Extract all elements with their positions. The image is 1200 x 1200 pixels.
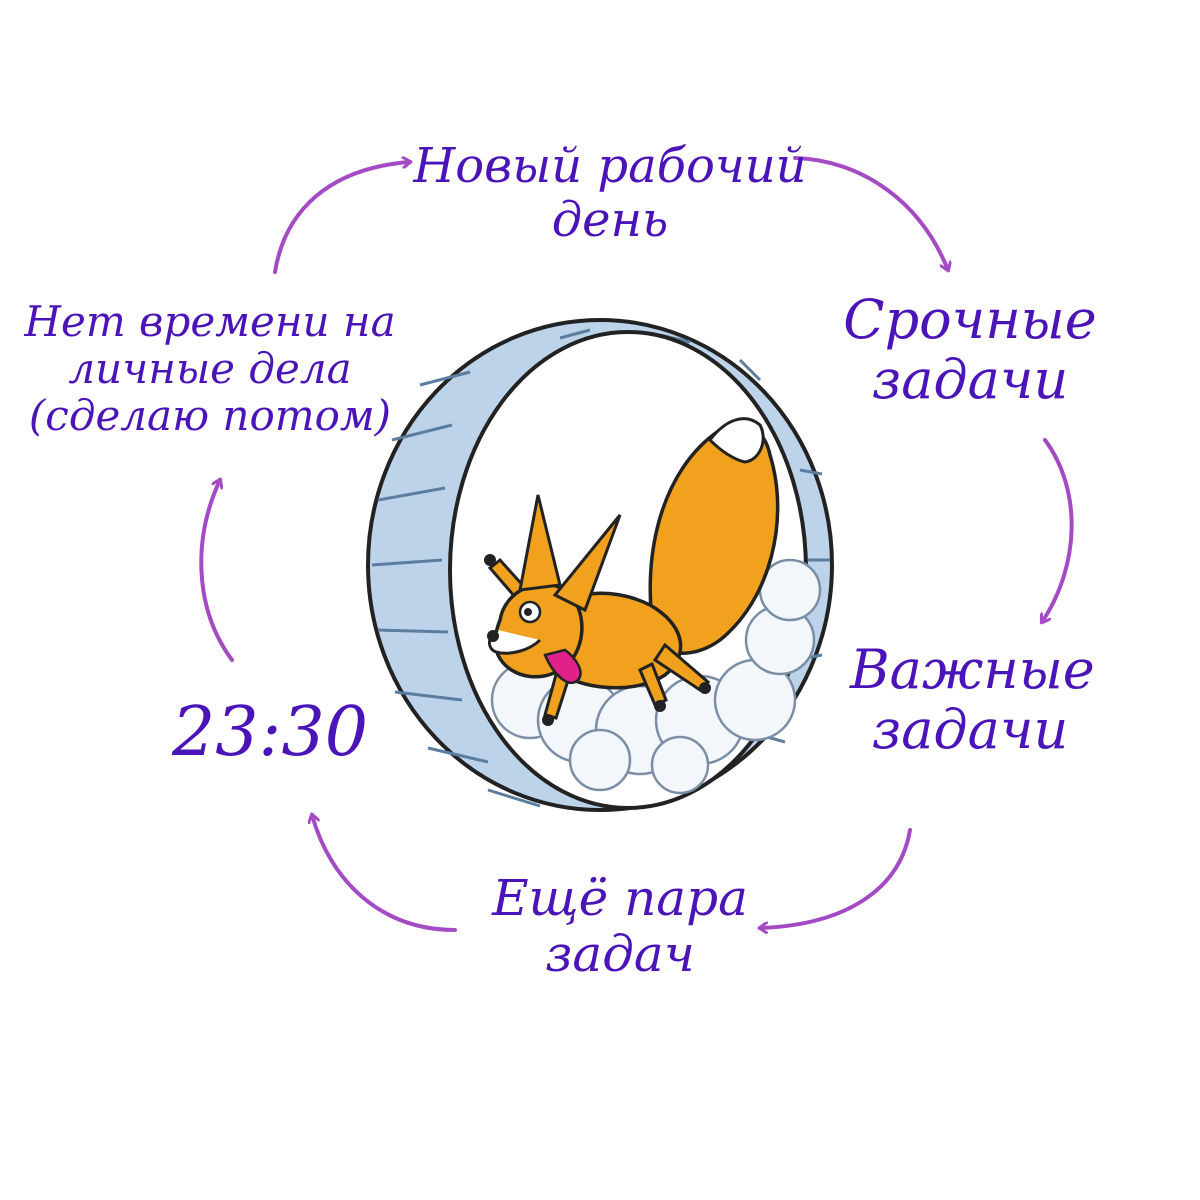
- node-urgent-tasks-line-2: задачи: [871, 348, 1069, 412]
- node-no-personal-time-line-1: Нет времени на: [24, 297, 396, 346]
- fox-in-wheel-illustration: [366, 318, 834, 812]
- arrow-urgent-to-important: [1042, 438, 1074, 622]
- node-urgent-tasks: Срочные задачи: [840, 288, 1100, 412]
- node-new-work-day-line-2: день: [551, 191, 669, 248]
- cycle-arrows: [199, 156, 1074, 932]
- arrow-no-time-to-new-day: [273, 162, 410, 274]
- node-important-tasks: Важные задачи: [850, 638, 1095, 762]
- node-time: 23:30: [160, 693, 380, 772]
- node-few-more-tasks-line-2: задач: [545, 925, 695, 983]
- arrow-time-to-no-time: [199, 480, 234, 662]
- node-few-more-tasks: Ещё пара задач: [480, 870, 760, 982]
- fox-ear-right: [552, 514, 622, 613]
- node-no-personal-time-line-3: (сделаю потом): [28, 391, 392, 441]
- fox-nose: [487, 630, 499, 642]
- arrow-important-to-few-more: [760, 828, 912, 928]
- fox-paws: [484, 554, 711, 726]
- arrow-new-day-to-urgent: [793, 156, 948, 270]
- fox-ear-left: [518, 494, 562, 592]
- node-few-more-tasks-line-1: Ещё пара: [492, 869, 748, 927]
- fox-tongue: [543, 648, 582, 684]
- node-time-value: 23:30: [172, 693, 368, 772]
- node-urgent-tasks-line-1: Срочные: [843, 288, 1097, 351]
- node-important-tasks-line-2: задачи: [871, 698, 1069, 762]
- node-new-work-day-line-1: Новый рабочий: [413, 138, 807, 194]
- node-important-tasks-line-1: Важные: [850, 638, 1095, 701]
- node-new-work-day: Новый рабочий день: [400, 138, 820, 248]
- node-no-personal-time: Нет времени на личные дела (сделаю потом…: [20, 298, 400, 439]
- arrow-few-more-to-time: [312, 815, 457, 932]
- node-no-personal-time-line-2: личные дела: [68, 344, 352, 394]
- fox-tail: [648, 422, 780, 655]
- wheel-panels: [371, 328, 830, 808]
- fox-tail-tip: [708, 417, 765, 464]
